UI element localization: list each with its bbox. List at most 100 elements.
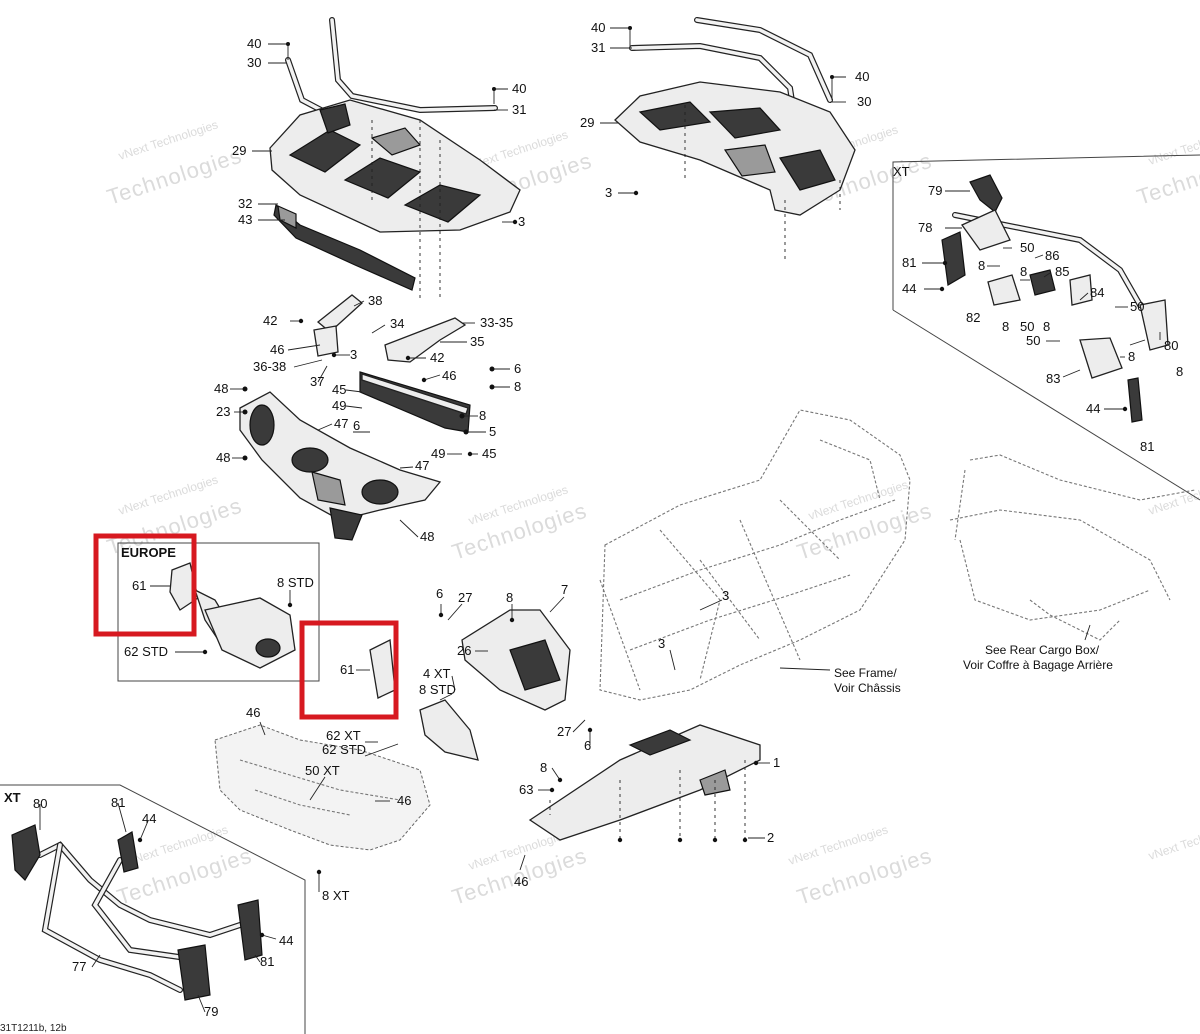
cap-80 xyxy=(1139,299,1169,351)
part-label: 50 xyxy=(1130,299,1144,314)
part-label: 37 xyxy=(310,374,324,389)
part-label: 50 xyxy=(1026,333,1040,348)
part-label: 83 xyxy=(1046,371,1060,386)
part-label: 50 XT xyxy=(305,763,340,778)
part-label: 47 xyxy=(415,458,429,473)
part-label: 40 xyxy=(855,69,869,84)
rack-support-38 xyxy=(316,294,364,333)
part-label: 3 xyxy=(518,214,525,229)
watermark-text: vNext Technologies xyxy=(1147,122,1200,167)
part-label: 49 xyxy=(332,398,346,413)
part-label: 50 xyxy=(1020,319,1034,334)
detail-box-tag: XT xyxy=(893,164,910,179)
part-label: 23 xyxy=(216,404,230,419)
part-label: 79 xyxy=(204,1004,218,1019)
frame-note-line1: See Frame/ xyxy=(834,666,897,680)
part-label: 8 STD xyxy=(419,682,456,697)
part-label: 38 xyxy=(368,293,382,308)
part-label: 40 xyxy=(591,20,605,35)
part-label: 30 xyxy=(247,55,261,70)
rear-rack-assembly xyxy=(614,17,856,216)
highlight-center-61 xyxy=(299,620,399,720)
watermark-text: vNext Technologies xyxy=(1147,817,1200,862)
bracket-78 xyxy=(961,209,1011,251)
part-label: 3 xyxy=(658,636,665,651)
part-label: 44 xyxy=(142,811,156,826)
part-label: 6 xyxy=(514,361,521,376)
part-label: 62 STD xyxy=(124,644,168,659)
part-label: 43 xyxy=(238,212,252,227)
part-label: 3 xyxy=(722,588,729,603)
highlight-europe-61 xyxy=(93,533,197,637)
part-label: 29 xyxy=(580,115,594,130)
part-label: 8 xyxy=(1020,264,1027,279)
part-label: 42 xyxy=(263,313,277,328)
part-label: 35 xyxy=(470,334,484,349)
xt-option-box: XT xyxy=(0,784,306,1034)
europe-box-title: EUROPE xyxy=(121,545,176,560)
part-label: 8 xyxy=(1128,349,1135,364)
front-bumper-trim-43 xyxy=(273,203,416,291)
part-label: 40 xyxy=(247,36,261,51)
part-label: 45 xyxy=(482,446,496,461)
part-label: 61 xyxy=(340,662,354,677)
part-label: 48 xyxy=(216,450,230,465)
part-label: 8 xyxy=(1176,364,1183,379)
part-label: 40 xyxy=(512,81,526,96)
cargo-note-line1: See Rear Cargo Box/ xyxy=(985,643,1100,657)
part-label: 6 xyxy=(584,738,591,753)
part-label: 27 xyxy=(458,590,472,605)
dlx-detail-box: XT xyxy=(892,154,1200,501)
guard-81 xyxy=(941,231,966,286)
clamp-82 xyxy=(987,274,1021,306)
part-label: 3 xyxy=(350,347,357,362)
part-label: 62 XT xyxy=(326,728,361,743)
part-label: 44 xyxy=(279,933,293,948)
cap-79-xt xyxy=(177,944,211,1001)
part-label: 3 xyxy=(605,185,612,200)
front-rack-assembly xyxy=(239,17,521,541)
part-label: 80 xyxy=(1164,338,1178,353)
part-label: 42 xyxy=(430,350,444,365)
part-label: 5 xyxy=(489,424,496,439)
part-label: 7 xyxy=(561,582,568,597)
part-label: 31 xyxy=(512,102,526,117)
skid-plate-assembly xyxy=(528,724,761,841)
part-label: 44 xyxy=(1086,401,1100,416)
part-label: 4 XT xyxy=(423,666,451,681)
part-label: 8 XT xyxy=(322,888,350,903)
bumper-ghost-46 xyxy=(214,724,431,851)
diagram-code: 31T1211b, 12b xyxy=(0,1023,67,1034)
part-label: 26 xyxy=(457,643,471,658)
part-label: 82 xyxy=(966,310,980,325)
cargo-note-line2: Voir Coffre à Bagage Arrière xyxy=(963,658,1113,672)
part-label: 8 xyxy=(1002,319,1009,334)
part-label: 46 xyxy=(514,874,528,889)
guard-81b-xt xyxy=(237,899,263,961)
guard-81b xyxy=(1127,377,1143,423)
frame-ghost xyxy=(599,409,911,701)
part-label: 8 xyxy=(978,258,985,273)
part-label: 63 xyxy=(519,782,533,797)
rear-cargo-ghost xyxy=(949,454,1196,641)
part-label: 27 xyxy=(557,724,571,739)
part-label: 46 xyxy=(397,793,411,808)
part-label: 81 xyxy=(902,255,916,270)
part-label: 47 xyxy=(334,416,348,431)
frame-note-line2: Voir Châssis xyxy=(834,681,901,695)
part-label: 45 xyxy=(332,382,346,397)
part-label: 77 xyxy=(72,959,86,974)
part-label: 46 xyxy=(442,368,456,383)
part-label: 6 xyxy=(436,586,443,601)
part-label: 44 xyxy=(902,281,916,296)
fastener-dots xyxy=(137,26,1128,938)
part-label: 29 xyxy=(232,143,246,158)
part-label: 86 xyxy=(1045,248,1059,263)
center-parts xyxy=(214,609,571,851)
part-label: 84 xyxy=(1090,285,1104,300)
part-label: 8 xyxy=(506,590,513,605)
part-label: 6 xyxy=(353,418,360,433)
part-label: 8 xyxy=(1043,319,1050,334)
clamp-85 xyxy=(1029,269,1056,296)
